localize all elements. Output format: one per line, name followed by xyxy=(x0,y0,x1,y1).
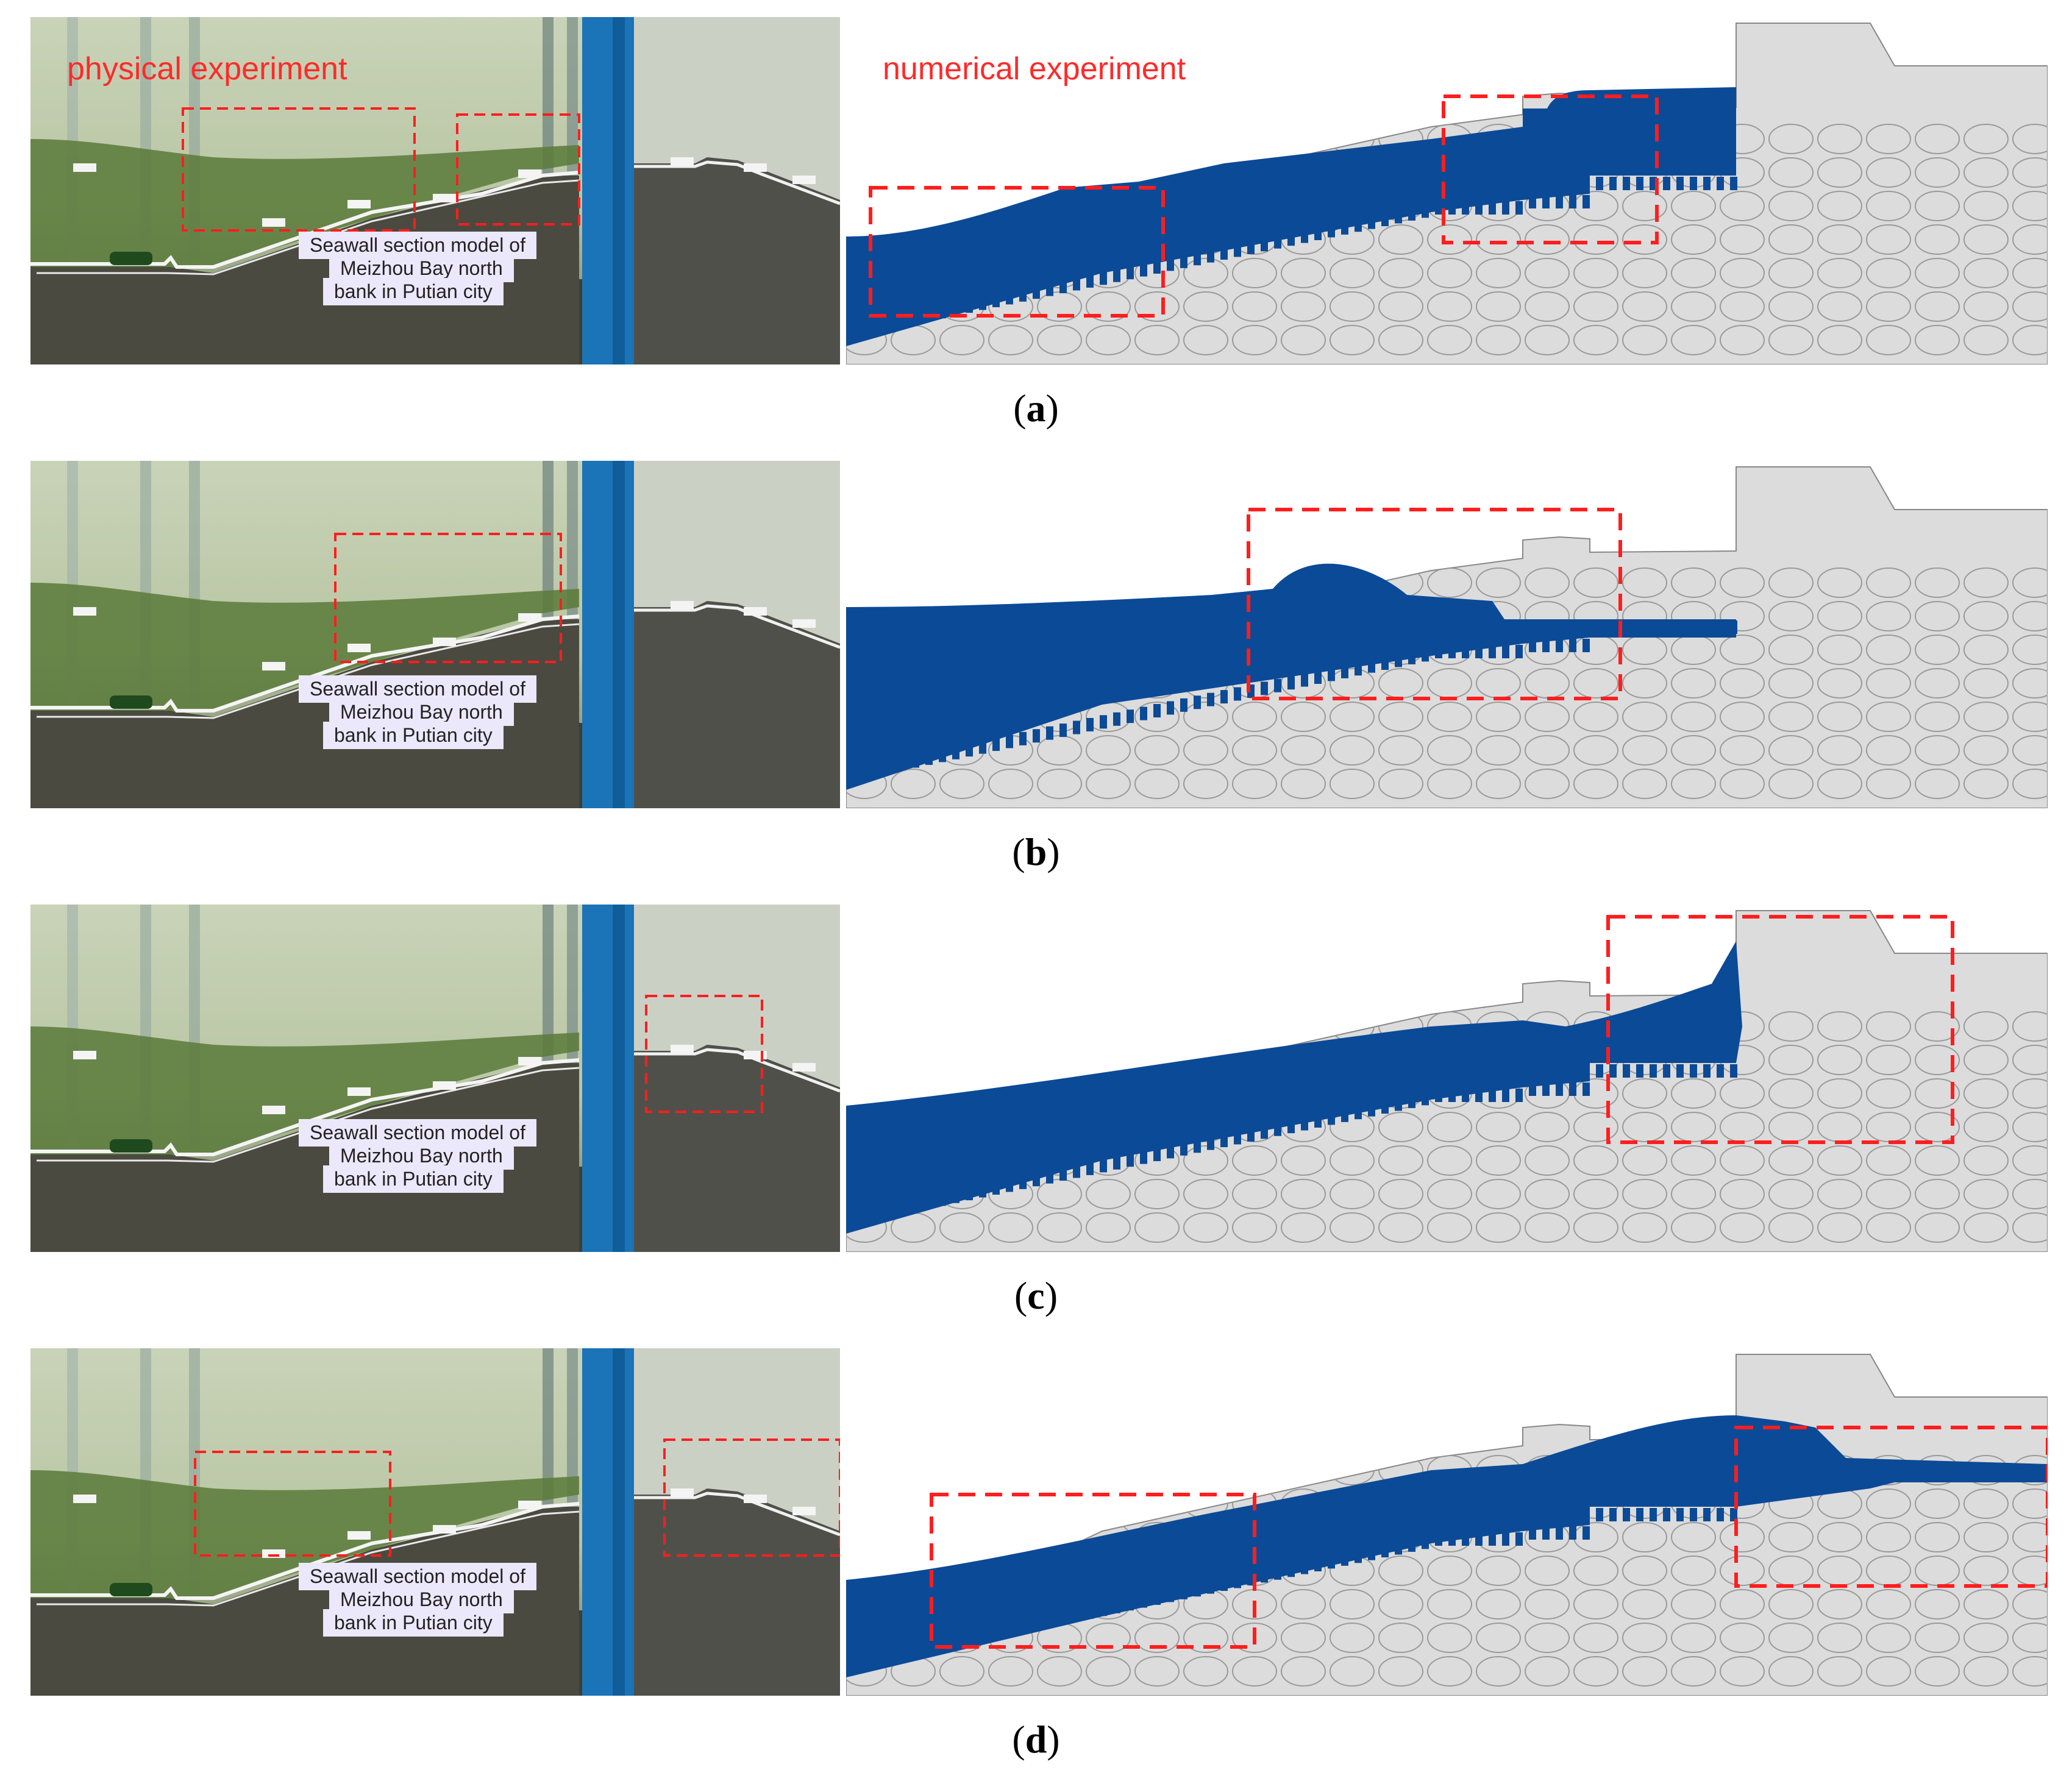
photo-caption-line: bank in Putian city xyxy=(323,1165,504,1193)
photo-caption-line: bank in Putian city xyxy=(323,1609,504,1637)
numerical-experiment-panel xyxy=(846,905,2048,1252)
label-paren-open: ( xyxy=(1012,1718,1025,1761)
label-paren-close: ) xyxy=(1045,386,1059,430)
numerical-experiment-panel xyxy=(846,1348,2048,1696)
label-letter: a xyxy=(1026,386,1046,430)
photo-highlight-box xyxy=(456,113,580,226)
photo-caption-line: Meizhou Bay north xyxy=(329,1586,514,1613)
label-paren-close: ) xyxy=(1047,830,1060,873)
subfigure-label: (d) xyxy=(0,1717,2072,1762)
label-paren-open: ( xyxy=(1014,1274,1028,1317)
numerical-highlight-box xyxy=(1442,94,1659,244)
photo-highlight-box xyxy=(663,1438,840,1557)
numerical-experiment-panel: numerical experiment xyxy=(846,17,2048,364)
label-letter: b xyxy=(1025,830,1047,873)
label-paren-open: ( xyxy=(1013,386,1027,430)
photo-highlight-box xyxy=(194,1451,391,1557)
photo-caption-line: Seawall section model of xyxy=(299,675,536,703)
subfigure-label: (b) xyxy=(0,830,2072,875)
header-numerical-experiment: numerical experiment xyxy=(883,51,1186,87)
water-surface xyxy=(846,941,1742,1234)
water-surface xyxy=(846,563,1736,790)
numerical-highlight-box xyxy=(930,1493,1256,1649)
photo-highlight-box xyxy=(182,107,416,232)
photo-caption-line: Meizhou Bay north xyxy=(329,1142,514,1170)
numerical-highlight-box xyxy=(1734,1426,2048,1588)
photo-caption-line: Seawall section model of xyxy=(299,1563,536,1590)
label-paren-open: ( xyxy=(1012,830,1025,873)
label-paren-close: ) xyxy=(1047,1718,1060,1761)
label-letter: d xyxy=(1025,1718,1047,1761)
numerical-highlight-box xyxy=(1606,915,1954,1144)
label-letter: c xyxy=(1027,1274,1045,1317)
subfigure-label: (a) xyxy=(0,386,2072,431)
photo-caption-line: Seawall section model of xyxy=(299,1119,536,1147)
photo-caption-line: bank in Putian city xyxy=(323,722,504,749)
numerical-experiment-panel xyxy=(846,461,2048,808)
water-surface xyxy=(846,87,1736,346)
photo-caption-line: Meizhou Bay north xyxy=(329,699,514,726)
photo-caption-line: bank in Putian city xyxy=(323,278,504,305)
photo-caption-line: Seawall section model of xyxy=(299,232,536,259)
water-surface xyxy=(846,1415,2048,1677)
header-physical-experiment: physical experiment xyxy=(67,51,347,87)
numerical-highlight-box xyxy=(1247,508,1622,700)
subfigure-label: (c) xyxy=(0,1273,2072,1318)
numerical-highlight-box xyxy=(869,186,1165,318)
photo-highlight-box xyxy=(334,533,562,663)
photo-highlight-box xyxy=(645,995,763,1113)
photo-caption-line: Meizhou Bay north xyxy=(329,255,514,282)
label-paren-close: ) xyxy=(1044,1274,1058,1317)
